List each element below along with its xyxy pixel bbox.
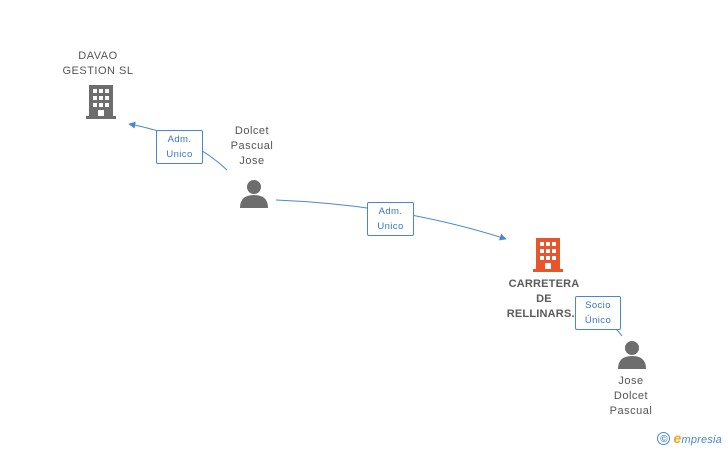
jose-label-line2: Dolcet — [613, 390, 649, 402]
edge-label-line1: Adm. — [167, 134, 192, 145]
carretera-label-line1: CARRETERA — [508, 278, 580, 290]
edge-label-line2: Único — [584, 315, 612, 326]
copyright-icon: © — [657, 431, 671, 445]
dolcet-label-line1: Dolcet — [234, 125, 270, 137]
carretera-label-line2: DE — [536, 293, 552, 305]
edge-label-line2: Unico — [166, 149, 193, 160]
davao-gestion-label-line2: GESTION SL — [62, 65, 134, 77]
edge-label-adm-unico-carretera[interactable]: Adm. Unico — [367, 202, 414, 236]
davao-gestion-label[interactable]: DAVAO GESTION SL — [50, 49, 146, 79]
jose-label-line1: Jose — [618, 375, 644, 387]
empresia-logo: empresia — [673, 430, 722, 446]
edge-label-line2: Unico — [377, 221, 404, 232]
empresia-logo-text: mpresia — [681, 434, 722, 446]
edge-label-line1: Socio — [585, 300, 611, 311]
empresia-footer[interactable]: © empresia — [657, 430, 722, 446]
person-icon[interactable] — [617, 339, 647, 369]
empresia-logo-initial: e — [673, 430, 682, 446]
dolcet-pascual-jose-label[interactable]: Dolcet Pascual Jose — [214, 124, 290, 169]
building-icon[interactable] — [85, 85, 117, 119]
carretera-rellinars-label[interactable]: CARRETERA DE RELLINARS... — [494, 277, 594, 322]
building-icon-highlighted[interactable] — [532, 238, 564, 272]
edge-label-socio-unico[interactable]: Socio Único — [575, 296, 621, 330]
edge-label-adm-unico-davao[interactable]: Adm. Unico — [156, 130, 203, 164]
edge-label-line1: Adm. — [378, 206, 403, 217]
person-icon[interactable] — [239, 178, 269, 208]
jose-label-line3: Pascual — [609, 405, 653, 417]
dolcet-label-line3: Jose — [239, 155, 265, 167]
jose-dolcet-pascual-label[interactable]: Jose Dolcet Pascual — [596, 374, 666, 419]
davao-gestion-label-line1: DAVAO — [78, 50, 118, 62]
carretera-label-line3: RELLINARS... — [506, 308, 582, 320]
dolcet-label-line2: Pascual — [230, 140, 274, 152]
